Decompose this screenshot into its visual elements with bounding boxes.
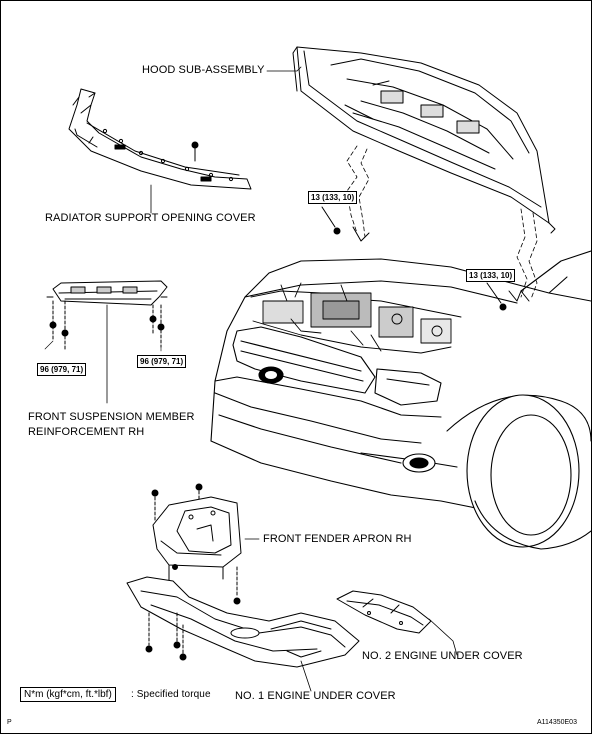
vehicle-front-drawing	[210, 250, 591, 550]
hood-label: HOOD SUB-ASSEMBLY	[142, 64, 265, 76]
suspension-member-reinforcement-drawing	[46, 280, 168, 350]
corner-mark: P	[7, 719, 12, 726]
torque-spec-member-left: 96 (979, 71)	[37, 363, 87, 376]
suspension-member-label-line1: FRONT SUSPENSION MEMBER	[28, 411, 195, 423]
hood-leader-line	[266, 66, 302, 72]
no2-engine-under-cover-label: NO. 2 ENGINE UNDER COVER	[362, 650, 523, 662]
figure-id: A114350E03	[537, 719, 577, 726]
no2-engine-under-cover-drawing	[336, 590, 432, 634]
torque-spec-hood-left: 13 (133, 10)	[308, 191, 358, 204]
torque-spec-hood-right: 13 (133, 10)	[466, 269, 516, 282]
torque-legend-description: : Specified torque	[131, 689, 211, 700]
suspension-member-label-line2: REINFORCEMENT RH	[28, 426, 145, 438]
front-fender-apron-label: FRONT FENDER APRON RH	[263, 533, 412, 545]
no2-cover-leader-line	[428, 618, 458, 656]
radiator-support-opening-cover-drawing	[68, 88, 252, 190]
member-left-leader	[44, 340, 54, 350]
no1-engine-under-cover-label: NO. 1 ENGINE UNDER COVER	[235, 690, 396, 702]
front-fender-apron-drawing	[151, 483, 242, 605]
hood-hinge-bolts	[321, 206, 530, 311]
torque-spec-member-right: 96 (979, 71)	[137, 355, 187, 368]
torque-unit-legend-box: N*m (kgf*cm, ft.*lbf)	[20, 687, 116, 702]
no1-engine-under-cover-drawing	[126, 576, 360, 668]
radiator-support-cover-label: RADIATOR SUPPORT OPENING COVER	[45, 212, 256, 224]
hood-hinge-dashed-lines	[346, 145, 538, 300]
no1-cover-leader-line	[300, 660, 312, 692]
hood-sub-assembly-drawing	[292, 46, 556, 234]
